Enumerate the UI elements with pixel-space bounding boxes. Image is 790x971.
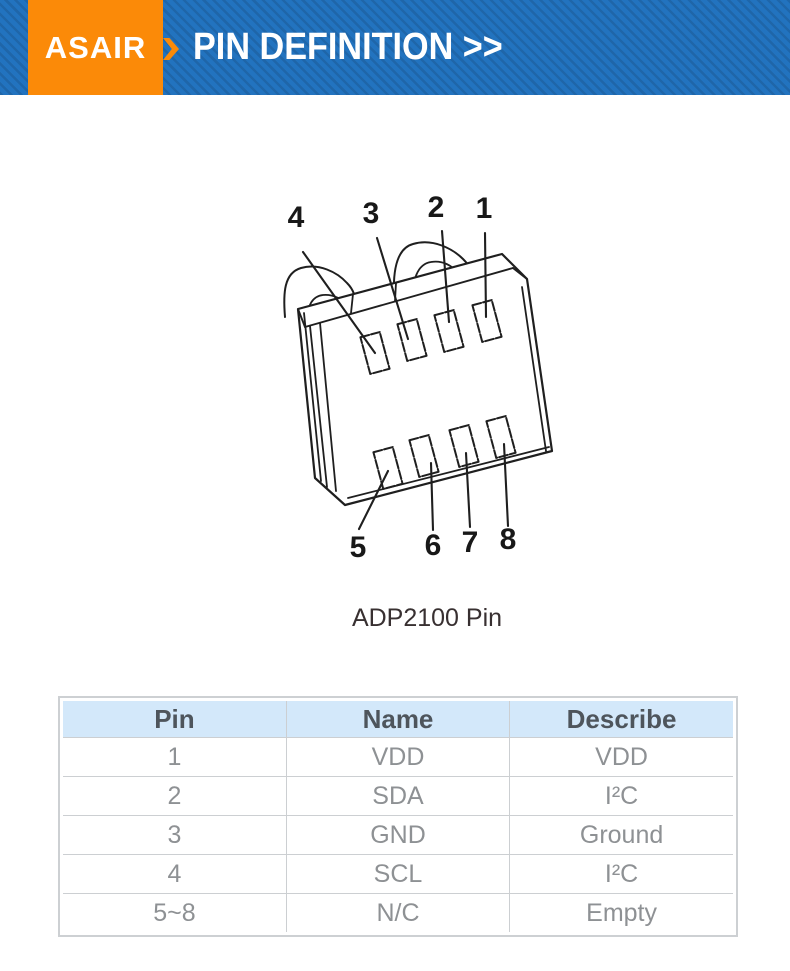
pin-pad-7 <box>448 424 480 468</box>
chip-diagram: 4 3 2 1 5 6 7 8 <box>283 191 554 564</box>
pin-pad-8 <box>485 415 517 459</box>
cell-pin: 1 <box>63 737 287 777</box>
brand-logo-text: ASAIR <box>44 29 147 65</box>
cell-name: SCL <box>285 854 510 894</box>
cell-name: SDA <box>285 776 510 816</box>
cell-describe: I²C <box>509 776 733 816</box>
diagram-caption: ADP2100 Pin <box>351 604 503 632</box>
pin-number-label: 3 <box>363 197 380 230</box>
pin-number-label: 8 <box>500 523 517 556</box>
pin-number-label: 2 <box>428 191 445 224</box>
header-cell-pin: Pin <box>63 701 287 738</box>
table-row: 4 SCL I²C <box>63 854 733 894</box>
pin-pad-5 <box>372 446 404 490</box>
package-body <box>296 252 554 507</box>
cell-pin: 2 <box>63 776 287 816</box>
page-banner: ASAIR PIN DEFINITION >> <box>0 0 790 95</box>
table-row: 2 SDA I²C <box>63 776 733 816</box>
cell-describe: VDD <box>509 737 733 777</box>
cell-name: GND <box>285 815 510 855</box>
cell-describe: I²C <box>509 854 733 894</box>
cell-describe: Ground <box>509 815 733 855</box>
pin-pad-2 <box>433 309 465 353</box>
pin-number-label: 1 <box>476 192 493 225</box>
cell-pin: 5~8 <box>63 893 287 932</box>
pin-pad-6 <box>408 434 440 478</box>
pin-number-label: 7 <box>462 526 479 559</box>
table-row: 1 VDD VDD <box>63 737 733 777</box>
pin-pad-3 <box>396 318 428 362</box>
header-cell-name: Name <box>285 701 510 738</box>
banner-title: PIN DEFINITION >> <box>193 26 503 68</box>
pin-table: Pin Name Describe 1 VDD VDD 2 SDA I²C 3 <box>63 701 733 932</box>
cell-name: N/C <box>285 893 510 932</box>
cell-name: VDD <box>285 737 510 777</box>
cell-describe: Empty <box>509 893 733 932</box>
pin-table-container: Pin Name Describe 1 VDD VDD 2 SDA I²C 3 <box>58 696 738 937</box>
pin-pad-4 <box>359 331 391 375</box>
pin-number-label: 4 <box>288 201 305 234</box>
pin-pad-1 <box>471 299 503 343</box>
table-row: 3 GND Ground <box>63 815 733 855</box>
cell-pin: 4 <box>63 854 287 894</box>
chevron-right-icon <box>163 38 179 60</box>
cell-pin: 3 <box>63 815 287 855</box>
table-row: 5~8 N/C Empty <box>63 893 733 932</box>
header-cell-describe: Describe <box>509 701 733 738</box>
leader-lines <box>301 229 510 532</box>
table-header-row: Pin Name Describe <box>63 701 733 738</box>
brand-logo: ASAIR <box>28 0 163 95</box>
pin-number-label: 6 <box>425 529 442 562</box>
pin-number-label: 5 <box>350 531 367 564</box>
